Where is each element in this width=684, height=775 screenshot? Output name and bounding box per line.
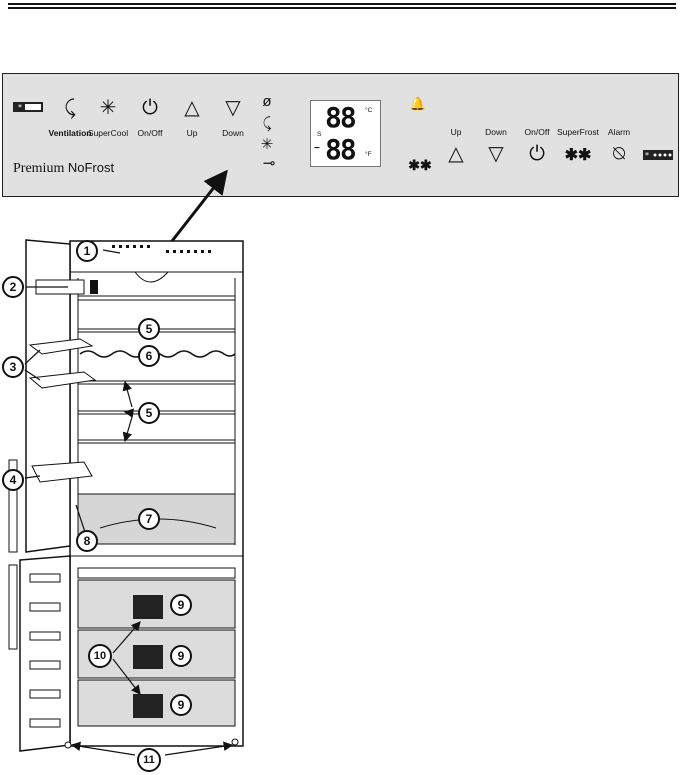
brand-label: Premium NoFrost: [13, 160, 114, 177]
right-up-label: Up: [450, 127, 462, 137]
brand-model: NoFrost: [67, 160, 115, 175]
callout-11: 11: [137, 748, 161, 772]
ventilation-button[interactable]: ⤹: [64, 97, 76, 119]
superfrost-label: SuperFrost: [556, 127, 600, 137]
right-foot: [231, 738, 239, 746]
display-top-digits: 88: [325, 101, 357, 134]
callout-5-top: 5: [138, 318, 160, 340]
supercool-button[interactable]: ✳: [99, 97, 117, 119]
door-dispenser: [90, 280, 98, 294]
display-unit-c: °C: [365, 107, 373, 114]
supercool-status-icon: ✳: [260, 136, 274, 153]
door-handle-upper: [8, 459, 18, 553]
bottle-rack: [79, 350, 236, 358]
superfrost-button[interactable]: ✱✱: [564, 147, 592, 164]
callout-3: 3: [2, 356, 24, 378]
callout-9-top: 9: [170, 594, 192, 616]
fridge-light: [134, 271, 169, 283]
superfrost-indicator-icon: ✱✱: [408, 157, 432, 173]
on-off-button[interactable]: ⏻: [142, 97, 158, 119]
callout-9-middle: 9: [170, 645, 192, 667]
alarm-bell-icon: 🔔: [409, 96, 427, 111]
right-up-button[interactable]: △: [448, 143, 464, 165]
drawer-labels: [133, 595, 163, 718]
right-on-off-label: On/Off: [524, 127, 550, 137]
supercool-label: SuperCool: [87, 128, 129, 138]
ventilation-label: Ventilation: [48, 128, 92, 138]
key-icon: ⊸: [262, 155, 276, 172]
right-down-button[interactable]: ▽: [488, 143, 504, 165]
down-label: Down: [222, 128, 244, 138]
freezer-badge-right-icon: *: [643, 150, 673, 160]
brand-name: Premium: [13, 161, 65, 176]
up-label: Up: [186, 128, 198, 138]
temperature-display: 88 °C S − 88 °F: [310, 100, 381, 167]
display-unit-f: °F: [365, 151, 372, 158]
freezer-door-slots: [29, 573, 61, 728]
down-button[interactable]: ▽: [225, 97, 241, 119]
display-bottom-digits: 88: [325, 133, 357, 166]
callout-7: 7: [138, 508, 160, 530]
callout-6: 6: [138, 345, 160, 367]
ventilation-status-icon: ⤹: [262, 115, 272, 132]
alarm-label: Alarm: [607, 127, 631, 137]
on-off-label: On/Off: [137, 128, 163, 138]
freezer-door: [19, 555, 71, 752]
right-on-off-button[interactable]: ⏻: [529, 143, 545, 165]
display-minus: −: [314, 143, 320, 154]
callout-5-middle: 5: [138, 402, 160, 424]
control-panel: * ⤹ Ventilation ✳ SuperCool ⏻ On/Off △ U…: [2, 73, 679, 197]
left-foot: [64, 741, 72, 749]
callout-1: 1: [76, 240, 98, 262]
leader-lines: [24, 249, 234, 756]
display-s-label: S: [317, 131, 322, 138]
callout-9-bottom: 9: [170, 694, 192, 716]
top-strip-dots: [112, 245, 211, 253]
callout-8: 8: [76, 530, 98, 552]
right-down-label: Down: [485, 127, 507, 137]
door-handle-lower: [8, 564, 18, 650]
svg-text:*: *: [18, 103, 22, 112]
door-racks: [28, 279, 97, 483]
freezer-control-strip: [77, 567, 236, 579]
callout-2: 2: [2, 276, 24, 298]
alarm-button[interactable]: ⍉: [613, 143, 625, 165]
up-button[interactable]: △: [184, 97, 200, 119]
ventilation-off-icon: ø: [262, 93, 272, 110]
top-rule-2: [8, 7, 676, 9]
svg-text:*: *: [645, 151, 649, 160]
callout-10: 10: [88, 644, 112, 668]
freezer-badge-icon: *: [13, 102, 43, 112]
top-rule: [8, 3, 676, 5]
callout-4: 4: [2, 469, 24, 491]
